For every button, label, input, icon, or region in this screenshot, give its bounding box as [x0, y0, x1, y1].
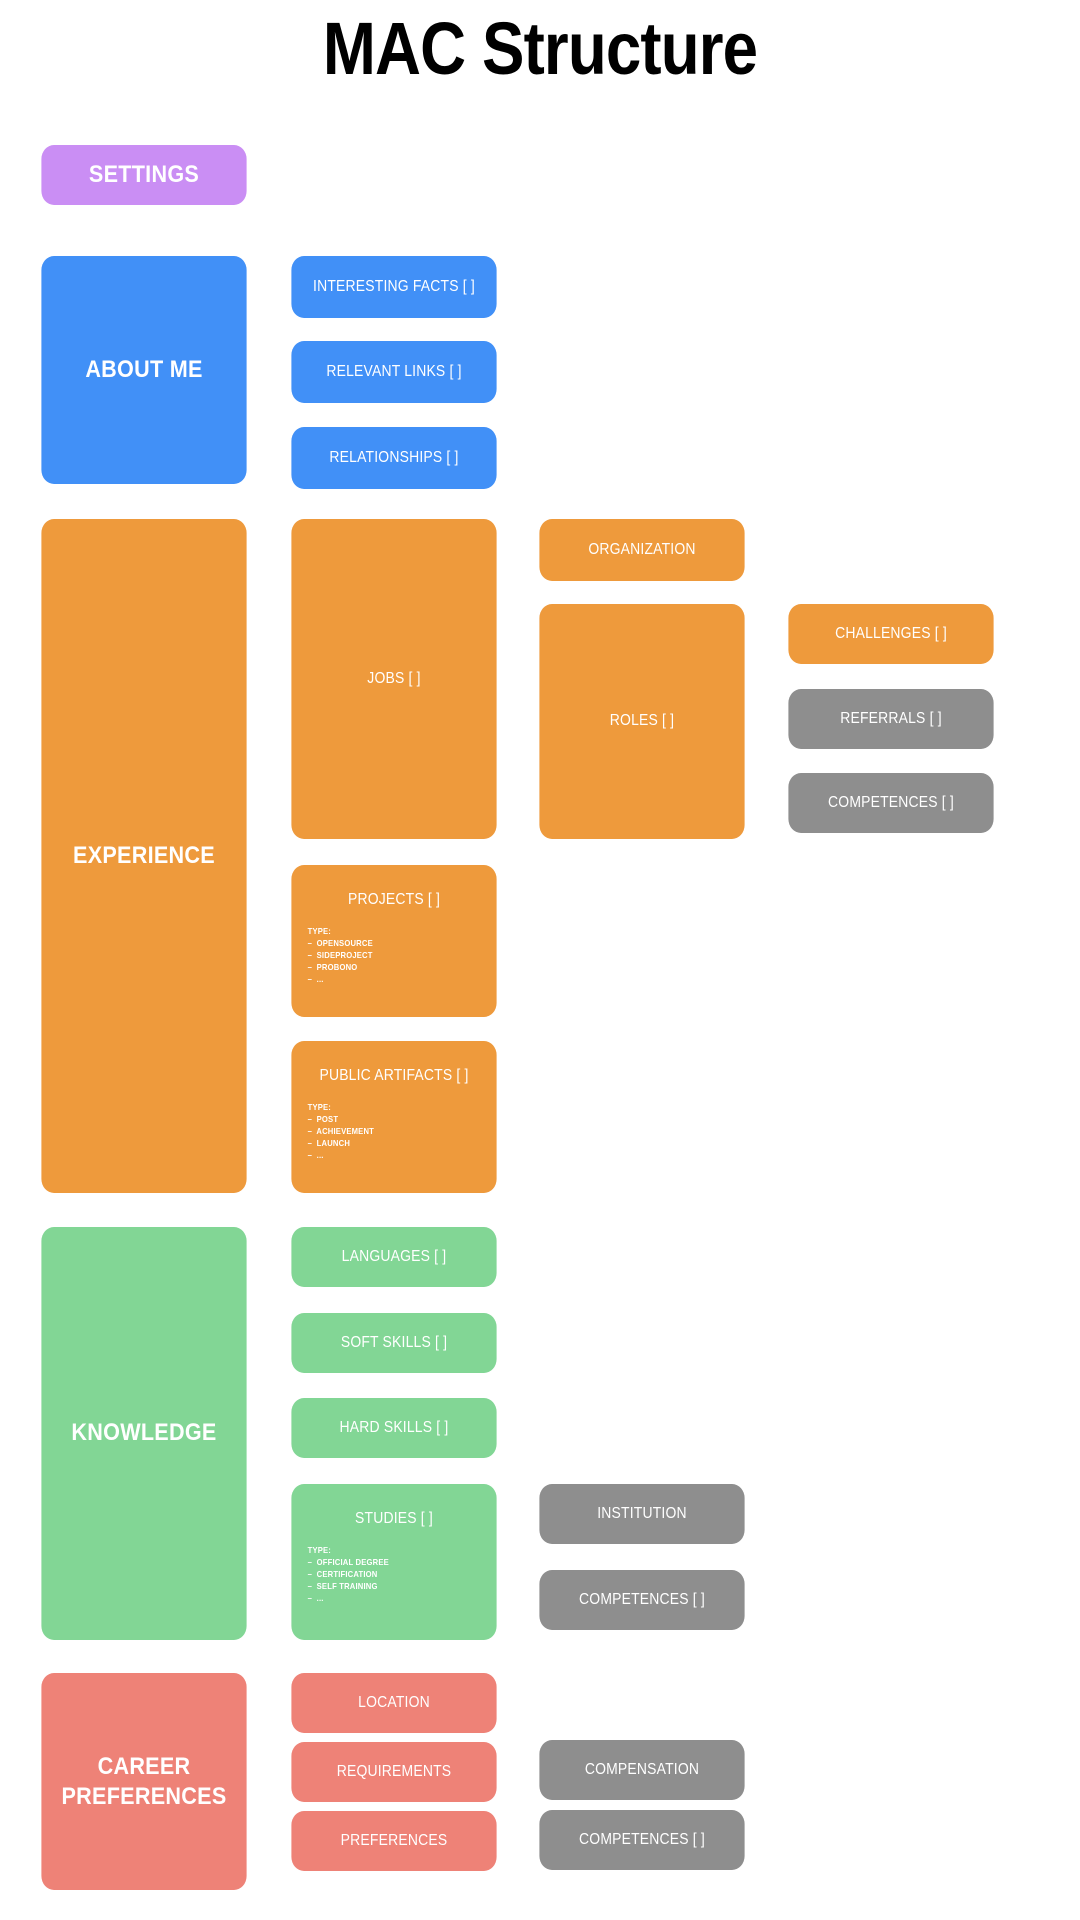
node-jobs-label: JOBS [ ] — [367, 669, 421, 687]
node-location-label: LOCATION — [358, 1693, 430, 1711]
type-label: TYPE: — [307, 1545, 332, 1555]
node-public-artifacts-type-list: TYPE: – POST – ACHIEVEMENT – LAUNCH – ..… — [308, 1101, 374, 1161]
type-item: – ... — [307, 974, 324, 985]
node-preferences[interactable]: PREFERENCES — [291, 1811, 497, 1871]
node-knowledge-label: KNOWLEDGE — [71, 1419, 217, 1447]
node-languages-label: LANGUAGES [ ] — [341, 1247, 447, 1265]
type-label: TYPE: — [307, 926, 332, 936]
node-studies-type-list: TYPE: – OFFICIAL DEGREE – CERTIFICATION … — [308, 1544, 389, 1604]
node-projects-type-list: TYPE: – OPENSOURCE – SIDEPROJECT – PROBO… — [308, 925, 373, 985]
node-knowledge[interactable]: KNOWLEDGE — [41, 1227, 247, 1640]
node-relationships[interactable]: RELATIONSHIPS [ ] — [291, 427, 497, 489]
node-about-me[interactable]: ABOUT ME — [41, 256, 247, 484]
node-institution-label: INSTITUTION — [597, 1504, 687, 1522]
type-item: – PROBONO — [307, 962, 358, 973]
node-competences-career[interactable]: COMPETENCES [ ] — [539, 1810, 745, 1870]
type-item: – ... — [307, 1593, 324, 1604]
node-career-preferences-label-line2: PREFERENCES — [61, 1782, 227, 1810]
type-item: – SIDEPROJECT — [307, 950, 373, 961]
type-item: – ... — [307, 1150, 324, 1161]
node-about-me-label: ABOUT ME — [85, 355, 203, 383]
node-hard-skills-label: HARD SKILLS [ ] — [339, 1418, 449, 1436]
type-item: – CERTIFICATION — [307, 1569, 378, 1580]
node-public-artifacts-label: PUBLIC ARTIFACTS [ ] — [319, 1067, 469, 1084]
type-label: TYPE: — [307, 1102, 332, 1112]
node-organization[interactable]: ORGANIZATION — [539, 519, 745, 581]
node-settings-label: SETTINGS — [88, 160, 200, 188]
type-item: – POST — [307, 1114, 339, 1125]
node-soft-skills-label: SOFT SKILLS [ ] — [340, 1333, 448, 1351]
node-referrals[interactable]: REFERRALS [ ] — [788, 689, 994, 749]
node-organization-label: ORGANIZATION — [588, 540, 696, 558]
node-requirements[interactable]: REQUIREMENTS — [291, 1742, 497, 1802]
node-institution[interactable]: INSTITUTION — [539, 1484, 745, 1544]
node-location[interactable]: LOCATION — [291, 1673, 497, 1733]
node-experience[interactable]: EXPERIENCE — [41, 519, 247, 1193]
node-preferences-label: PREFERENCES — [340, 1831, 448, 1849]
node-referrals-label: REFERRALS [ ] — [840, 709, 942, 727]
node-projects-label: PROJECTS [ ] — [347, 891, 441, 908]
node-jobs[interactable]: JOBS [ ] — [291, 519, 497, 839]
type-item: – ACHIEVEMENT — [307, 1126, 375, 1137]
node-challenges-label: CHALLENGES [ ] — [835, 624, 947, 642]
node-interesting-facts[interactable]: INTERESTING FACTS [ ] — [291, 256, 497, 318]
node-requirements-label: REQUIREMENTS — [336, 1762, 452, 1780]
node-competences-knowledge-label: COMPETENCES [ ] — [579, 1590, 705, 1608]
node-hard-skills[interactable]: HARD SKILLS [ ] — [291, 1398, 497, 1458]
type-item: – LAUNCH — [307, 1138, 351, 1149]
type-item: – SELF TRAINING — [307, 1581, 378, 1592]
node-roles-label: ROLES [ ] — [609, 712, 675, 730]
node-competences-knowledge[interactable]: COMPETENCES [ ] — [539, 1570, 745, 1630]
node-public-artifacts[interactable]: PUBLIC ARTIFACTS [ ] TYPE: – POST – ACHI… — [291, 1041, 497, 1193]
node-soft-skills[interactable]: SOFT SKILLS [ ] — [291, 1313, 497, 1373]
node-competences-career-label: COMPETENCES [ ] — [579, 1830, 705, 1848]
node-roles[interactable]: ROLES [ ] — [539, 604, 745, 839]
node-relevant-links-label: RELEVANT LINKS [ ] — [326, 362, 462, 380]
node-competences-experience[interactable]: COMPETENCES [ ] — [788, 773, 994, 833]
node-compensation[interactable]: COMPENSATION — [539, 1740, 745, 1800]
node-relevant-links[interactable]: RELEVANT LINKS [ ] — [291, 341, 497, 403]
node-settings[interactable]: SETTINGS — [41, 145, 247, 205]
type-item: – OFFICIAL DEGREE — [307, 1557, 389, 1568]
type-item: – OPENSOURCE — [307, 938, 373, 949]
node-studies[interactable]: STUDIES [ ] TYPE: – OFFICIAL DEGREE – CE… — [291, 1484, 497, 1640]
node-challenges[interactable]: CHALLENGES [ ] — [788, 604, 994, 664]
node-competences-experience-label: COMPETENCES [ ] — [828, 793, 954, 811]
node-languages[interactable]: LANGUAGES [ ] — [291, 1227, 497, 1287]
node-studies-label: STUDIES [ ] — [355, 1510, 433, 1527]
node-compensation-label: COMPENSATION — [584, 1760, 700, 1778]
node-interesting-facts-label: INTERESTING FACTS [ ] — [313, 277, 475, 295]
node-relationships-label: RELATIONSHIPS [ ] — [329, 448, 459, 466]
node-career-preferences[interactable]: CAREER PREFERENCES — [41, 1673, 247, 1890]
node-projects[interactable]: PROJECTS [ ] TYPE: – OPENSOURCE – SIDEPR… — [291, 865, 497, 1017]
page-title: MAC Structure — [322, 7, 758, 90]
node-career-preferences-label-line1: CAREER — [97, 1752, 191, 1780]
node-experience-label: EXPERIENCE — [73, 841, 215, 869]
